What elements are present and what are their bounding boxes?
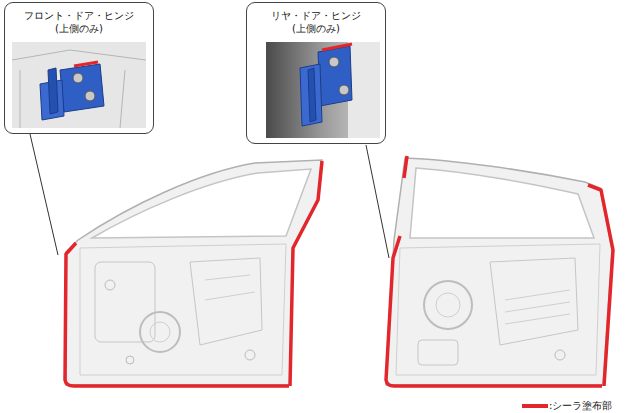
rear-door bbox=[386, 158, 612, 385]
rear-hinge-picture bbox=[266, 42, 380, 138]
leader-line bbox=[366, 145, 389, 258]
leader-line bbox=[30, 134, 58, 255]
sealer-line bbox=[65, 156, 613, 386]
callout-label: (上側のみ) bbox=[5, 22, 153, 35]
legend-label: :シーラ塗布部 bbox=[549, 399, 612, 413]
callout-box: フロント・ドア・ヒンジ(上側のみ) bbox=[4, 2, 154, 134]
front-hinge-picture bbox=[12, 42, 146, 128]
callout-label: (上側のみ) bbox=[247, 22, 385, 35]
front-door bbox=[66, 160, 322, 385]
callout-label: リヤ・ドア・ヒンジ bbox=[247, 9, 385, 22]
callout-box: リヤ・ドア・ヒンジ(上側のみ) bbox=[246, 2, 386, 144]
legend-swatch bbox=[522, 404, 548, 408]
legend-entry: :シーラ塗布部 bbox=[522, 399, 612, 413]
callout-label: フロント・ドア・ヒンジ bbox=[5, 9, 153, 22]
